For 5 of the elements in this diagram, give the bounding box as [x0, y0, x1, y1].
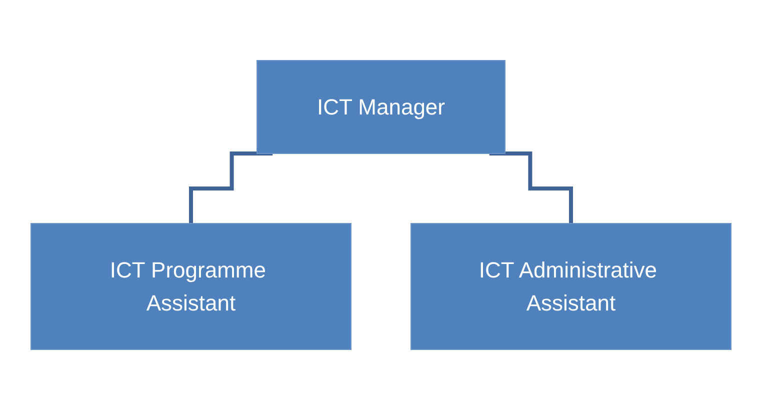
connector [188, 152, 272, 226]
node-box: ICT Administrative Assistant [410, 223, 731, 350]
connector [488, 152, 572, 226]
node-box: ICT Programme Assistant [30, 223, 351, 350]
node-box: ICT Manager [256, 60, 505, 154]
